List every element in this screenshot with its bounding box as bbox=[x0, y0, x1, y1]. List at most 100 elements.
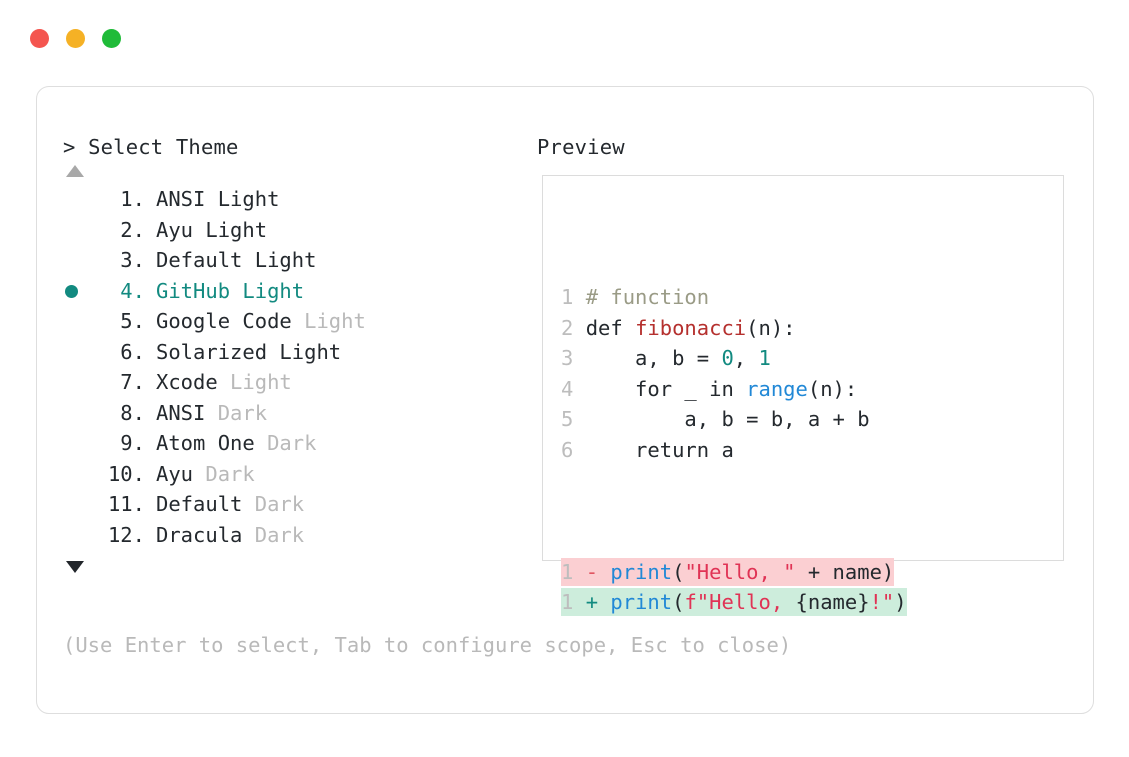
diff-line-number: 1 bbox=[561, 590, 586, 614]
theme-list-item[interactable]: 4. GitHub Light bbox=[63, 279, 513, 310]
code-token: a, b = b, a + b bbox=[585, 407, 870, 431]
diff-line-add: 1 + print(f"Hello, {name}!") bbox=[561, 587, 907, 618]
theme-item-number: 9. bbox=[107, 431, 145, 455]
theme-item-number: 5. bbox=[107, 309, 145, 333]
theme-picker-card: > Select Theme Preview 1. ANSI Light 2. Ay… bbox=[36, 86, 1094, 714]
theme-item-variant: Dark bbox=[254, 431, 317, 455]
code-line-number: 5 bbox=[561, 407, 586, 431]
theme-list-item[interactable]: 6. Solarized Light bbox=[63, 340, 513, 371]
diff-sign: + bbox=[585, 590, 611, 614]
theme-item-variant: Light bbox=[291, 309, 366, 333]
code-line-number: 4 bbox=[561, 376, 586, 401]
prompt-symbol: > bbox=[63, 135, 89, 159]
theme-item-number: 2. bbox=[107, 217, 145, 242]
theme-item-number: 10. bbox=[107, 461, 145, 486]
theme-list-item[interactable]: 8. ANSI Dark bbox=[63, 401, 513, 432]
theme-item-number: 4. bbox=[107, 278, 145, 303]
code-token: "Hello, " bbox=[684, 559, 796, 584]
code-token: f"Hello, bbox=[684, 590, 796, 614]
code-line-number: 6 bbox=[561, 437, 586, 462]
code-line: 6 return a bbox=[561, 435, 907, 466]
theme-item-name: Default Light bbox=[156, 248, 317, 272]
scroll-up-arrow-icon[interactable] bbox=[66, 165, 84, 177]
theme-list-item[interactable]: 1. ANSI Light bbox=[63, 187, 513, 218]
theme-list-item[interactable]: 2. Ayu Light bbox=[63, 218, 513, 249]
code-token: !" bbox=[869, 590, 895, 614]
theme-item-name: ANSI bbox=[156, 400, 206, 425]
theme-item-name: Ayu bbox=[156, 461, 194, 486]
theme-item-number: 12. bbox=[107, 522, 145, 547]
code-token: def bbox=[585, 315, 636, 340]
code-token: (n): bbox=[807, 376, 858, 401]
theme-list-item[interactable]: 7.Xcode Light bbox=[63, 370, 513, 401]
code-line-number: 1 bbox=[561, 285, 586, 309]
theme-item-name: Ayu Light bbox=[156, 217, 268, 242]
diff-highlight: 1 - print("Hello, " + name) bbox=[561, 557, 895, 586]
preview-header: Preview bbox=[537, 135, 625, 159]
code-token: (n): bbox=[746, 315, 796, 340]
theme-item-number: 6. bbox=[107, 339, 145, 364]
theme-item-name: GitHub Light bbox=[156, 278, 305, 303]
theme-item-name: Solarized Light bbox=[156, 339, 342, 364]
diff-line-number: 1 bbox=[561, 559, 586, 584]
selected-bullet-icon bbox=[65, 284, 78, 298]
theme-list: 1. ANSI Light 2. Ayu Light 3. Default Light… bbox=[63, 165, 513, 573]
scroll-down-arrow-icon[interactable] bbox=[66, 561, 84, 573]
code-token: , bbox=[733, 346, 759, 370]
code-line: 4 for _ in range(n): bbox=[561, 374, 907, 405]
theme-list-item[interactable]: 9. Atom One Dark bbox=[63, 431, 513, 462]
diff-line-del: 1 - print("Hello, " + name) bbox=[561, 557, 907, 588]
theme-list-item[interactable]: 3. Default Light bbox=[63, 248, 513, 279]
code-token: ( bbox=[672, 590, 685, 614]
code-line: 2 def fibonacci(n): bbox=[561, 313, 907, 344]
code-token: print bbox=[610, 590, 673, 614]
code-token: for _ in bbox=[585, 376, 747, 401]
diff-lines: 1 - print("Hello, " + name)1 + print(f"H… bbox=[561, 557, 907, 618]
theme-item-name: Xcode bbox=[156, 370, 218, 394]
theme-item-variant: Dark bbox=[242, 492, 305, 516]
page-title: > Select Theme bbox=[63, 135, 239, 159]
theme-item-number: 11. bbox=[107, 492, 145, 516]
theme-list-item[interactable]: 11. Default Dark bbox=[63, 492, 513, 523]
theme-list-item[interactable]: 5. Google Code Light bbox=[63, 309, 513, 340]
diff-sign: - bbox=[585, 559, 611, 584]
code-token: + name) bbox=[795, 559, 895, 584]
window-minimize-button[interactable] bbox=[66, 28, 85, 48]
keyboard-hint: (Use Enter to select, Tab to configure s… bbox=[63, 633, 792, 657]
code-token: fibonacci bbox=[635, 315, 747, 340]
code-line: 3 a, b = 0, 1 bbox=[561, 343, 907, 374]
theme-item-name: Google Code bbox=[156, 309, 292, 333]
theme-list-item[interactable]: 10. Ayu Dark bbox=[63, 462, 513, 493]
prompt-title: Select Theme bbox=[88, 135, 239, 159]
theme-item-variant: Dark bbox=[205, 400, 268, 425]
code-token: 1 bbox=[758, 346, 771, 370]
code-token: # function bbox=[585, 285, 710, 309]
code-token: ( bbox=[672, 559, 685, 584]
code-token: return a bbox=[585, 437, 734, 462]
code-token: range bbox=[746, 376, 808, 401]
theme-list-item[interactable]: 12.Dracula Dark bbox=[63, 523, 513, 554]
theme-item-name: Atom One bbox=[156, 431, 255, 455]
window-titlebar bbox=[0, 0, 1129, 76]
code-line: 5 a, b = b, a + b bbox=[561, 404, 907, 435]
diff-highlight: 1 + print(f"Hello, {name}!") bbox=[561, 588, 907, 616]
theme-item-variant: Dark bbox=[193, 461, 255, 486]
theme-item-number: 8. bbox=[107, 400, 145, 425]
window-maximize-button[interactable] bbox=[102, 28, 121, 48]
code-token: ) bbox=[894, 590, 907, 614]
theme-item-name: ANSI Light bbox=[156, 187, 280, 211]
theme-item-number: 3. bbox=[107, 248, 145, 272]
code-token: {name} bbox=[795, 590, 870, 614]
window-close-button[interactable] bbox=[30, 28, 49, 48]
theme-item-variant: Light bbox=[217, 370, 292, 394]
code-token: a, b = bbox=[585, 346, 722, 370]
theme-item-number: 1. bbox=[107, 187, 145, 211]
code-line-number: 3 bbox=[561, 346, 586, 370]
code-line-number: 2 bbox=[561, 315, 586, 340]
theme-item-name: Dracula bbox=[156, 522, 243, 547]
theme-item-name: Default bbox=[156, 492, 243, 516]
code-token: 0 bbox=[721, 346, 734, 370]
code-line: 1 # function bbox=[561, 282, 907, 313]
